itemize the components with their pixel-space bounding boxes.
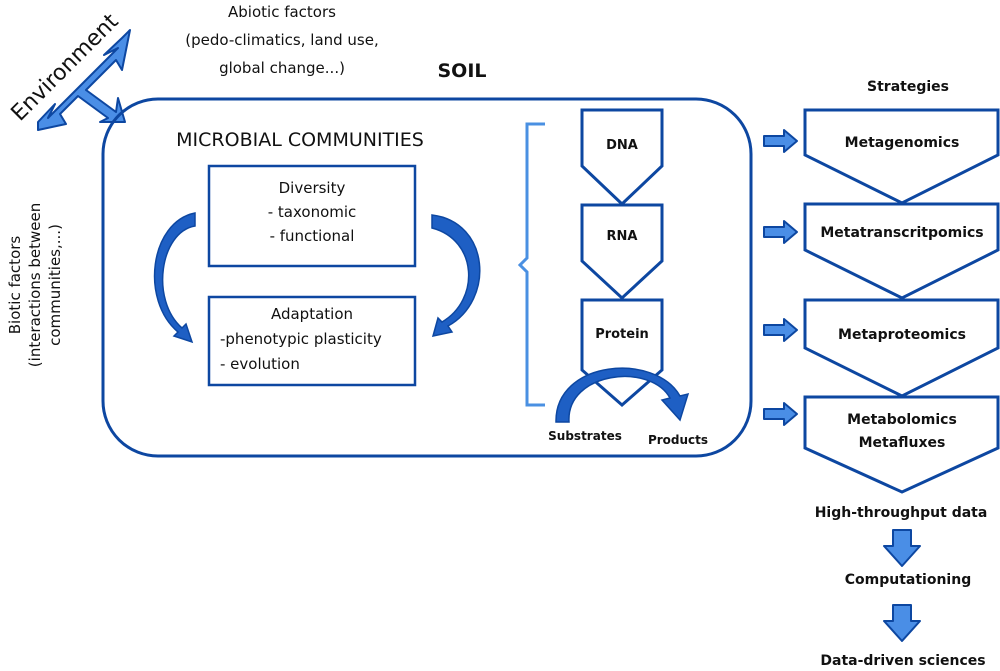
svg-text:Metatranscritpomics: Metatranscritpomics — [820, 225, 983, 241]
svg-text:Metafluxes: Metafluxes — [859, 435, 946, 451]
substrates-products-arrow-icon — [555, 367, 690, 423]
soil-container — [101, 97, 753, 458]
strategy-metabolomics: Metabolomics Metafluxes — [803, 395, 1000, 494]
right-arrow-icon — [763, 318, 798, 342]
pipeline-data-driven: Data-driven sciences — [820, 653, 985, 669]
svg-text:Diversity: Diversity — [279, 179, 346, 197]
biotic-factors-text: Biotic factors (interactions between com… — [6, 203, 64, 367]
svg-text:- functional: - functional — [270, 227, 355, 245]
down-arrow-icon — [883, 529, 921, 567]
svg-text:Metaproteomics: Metaproteomics — [838, 327, 966, 343]
svg-text:-phenotypic plasticity: -phenotypic plasticity — [220, 330, 382, 348]
strategy-metaproteomics: Metaproteomics — [803, 298, 1000, 398]
svg-text:Abiotic factors: Abiotic factors — [228, 3, 336, 21]
protein-shape: Protein — [580, 298, 664, 407]
abiotic-factors-text: Abiotic factors (pedo-climatics, land us… — [185, 3, 379, 77]
pipeline-computationing: Computationing — [845, 572, 971, 588]
svg-text:Metagenomics: Metagenomics — [845, 135, 960, 151]
svg-text:Protein: Protein — [595, 327, 649, 342]
substrates-label: Substrates — [548, 429, 622, 443]
svg-text:Adaptation: Adaptation — [271, 305, 353, 323]
right-arrow-icon — [763, 402, 798, 426]
svg-text:Biotic factors: Biotic factors — [6, 236, 24, 335]
rna-shape: RNA — [580, 203, 664, 301]
strategy-metatranscriptomics: Metatranscritpomics — [803, 202, 1000, 300]
svg-text:(pedo-climatics, land use,: (pedo-climatics, land use, — [185, 31, 379, 49]
products-label: Products — [648, 433, 708, 447]
svg-text:global change...): global change...) — [219, 59, 345, 77]
curved-arrow-right-icon — [431, 214, 481, 337]
brace-icon — [517, 122, 545, 407]
adaptation-box: Adaptation -phenotypic plasticity - evol… — [207, 295, 417, 387]
strategies-title: Strategies — [867, 79, 949, 95]
svg-text:- evolution: - evolution — [220, 355, 300, 373]
svg-text:DNA: DNA — [606, 138, 638, 153]
dna-shape: DNA — [580, 108, 664, 207]
curved-arrow-left-icon — [153, 212, 196, 344]
pipeline-high-throughput: High-throughput data — [815, 505, 988, 521]
environment-arrow-icon — [37, 29, 131, 131]
svg-text:communities,...): communities,...) — [46, 224, 64, 346]
strategy-metagenomics: Metagenomics — [803, 108, 1000, 205]
down-arrow-icon — [883, 604, 921, 642]
svg-text:- taxonomic: - taxonomic — [268, 203, 357, 221]
microbial-communities-title: MICROBIAL COMMUNITIES — [176, 129, 424, 151]
soil-title: SOIL — [437, 60, 486, 82]
svg-text:Metabolomics: Metabolomics — [847, 412, 957, 428]
right-arrow-icon — [763, 220, 798, 244]
right-arrow-icon — [763, 129, 798, 153]
svg-text:RNA: RNA — [607, 229, 638, 244]
svg-text:(interactions between: (interactions between — [26, 203, 44, 367]
diversity-box: Diversity - taxonomic - functional — [207, 164, 417, 268]
